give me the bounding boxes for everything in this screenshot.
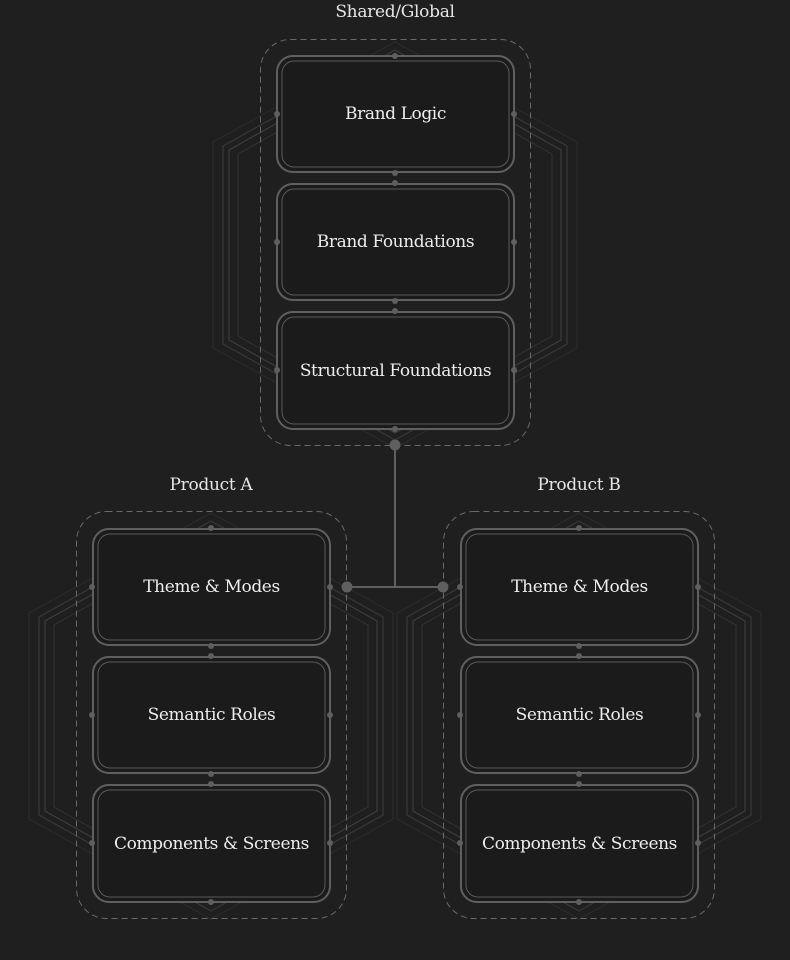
anchor-dots-product-b	[457, 525, 701, 905]
group-container-product-b	[443, 511, 715, 919]
layer-label-product-b-semantic-roles: Semantic Roles	[515, 705, 644, 725]
layer-label-brand-foundations: Brand Foundations	[316, 232, 475, 252]
group-label-product-a: Product A	[169, 475, 253, 495]
layer-label-product-a-components-screens: Components & Screens	[113, 833, 310, 854]
layer-label-product-a-theme-modes: Theme & Modes	[143, 577, 280, 597]
group-label-shared: Shared/Global	[335, 2, 455, 22]
layer-label-product-b-components-screens: Components & Screens	[481, 833, 678, 854]
anchor-dots-shared	[274, 53, 517, 432]
connector-lines	[346, 445, 443, 588]
layer-label-brand-logic: Brand Logic	[345, 104, 446, 124]
layer-label-product-a-semantic-roles: Semantic Roles	[147, 705, 276, 725]
group-label-product-b: Product B	[537, 475, 621, 495]
layer-label-product-b-theme-modes: Theme & Modes	[511, 577, 648, 597]
group-container-product-a	[76, 511, 347, 919]
layer-label-structural-foundations: Structural Foundations	[299, 360, 492, 381]
anchor-dots-product-a	[89, 525, 333, 905]
connector-nodes	[341, 439, 449, 593]
